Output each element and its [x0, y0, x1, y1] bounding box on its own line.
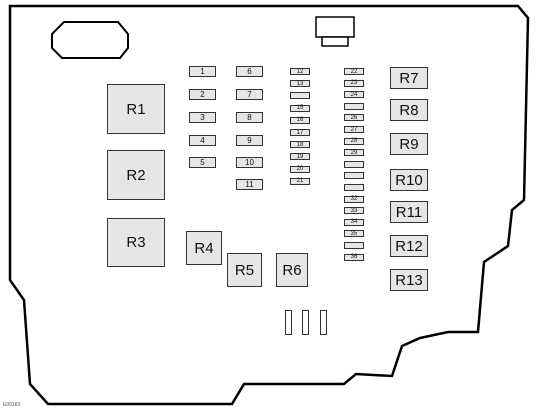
mini-fuse-15: 15	[290, 104, 310, 112]
relay-r5: R5	[227, 253, 262, 287]
fuse-9: 9	[236, 135, 263, 146]
relay-r13: R13	[390, 269, 428, 291]
relay-r3: R3	[107, 218, 165, 267]
mini-fuse-12: 12	[290, 68, 310, 75]
mini-fuse-21: 21	[290, 177, 310, 185]
mini-fuse-19: 19	[290, 153, 310, 161]
relay-r2: R2	[107, 150, 165, 200]
relay-r4: R4	[186, 231, 222, 265]
connector-clip-icon	[315, 16, 355, 38]
relay-r6: R6	[276, 253, 308, 287]
connector-clip-base	[321, 36, 349, 47]
fuse-1: 1	[189, 66, 216, 77]
mini-fuse-32: 32	[344, 195, 364, 203]
fuse-10: 10	[236, 157, 263, 168]
fuse-8: 8	[236, 112, 263, 123]
mini-fuse-36: 36	[344, 253, 364, 261]
housing-outline	[8, 4, 530, 406]
mini-fuse-24: 24	[344, 91, 364, 99]
fuse-7: 7	[236, 89, 263, 100]
fuse-terminal-2	[302, 310, 309, 335]
mini-fuse-33: 33	[344, 207, 364, 215]
relay-r7: R7	[390, 67, 428, 89]
mini-fuse-unlabeled	[344, 172, 364, 180]
fuse-terminal-1	[285, 310, 292, 335]
mini-fuse-unlabeled	[290, 92, 310, 100]
mini-fuse-18: 18	[290, 141, 310, 149]
mini-fuse-17: 17	[290, 129, 310, 136]
relay-r9: R9	[390, 133, 428, 155]
relay-r12: R12	[390, 235, 428, 257]
fuse-6: 6	[236, 66, 263, 77]
mini-fuse-27: 27	[344, 126, 364, 133]
fuse-3: 3	[189, 112, 216, 123]
relay-r11: R11	[390, 201, 428, 223]
relay-r1: R1	[107, 84, 165, 134]
mini-fuse-26: 26	[344, 114, 364, 122]
relay-r8: R8	[390, 99, 428, 121]
mini-fuse-unlabeled	[344, 160, 364, 168]
mounting-tab-icon	[51, 21, 129, 59]
mini-fuse-22: 22	[344, 68, 364, 75]
diagram-code: E00183	[3, 402, 21, 408]
mini-fuse-28: 28	[344, 137, 364, 145]
mini-fuse-13: 13	[290, 80, 310, 88]
mini-fuse-34: 34	[344, 218, 364, 226]
mini-fuse-unlabeled	[344, 242, 364, 249]
mini-fuse-16: 16	[290, 116, 310, 124]
fuse-2: 2	[189, 89, 216, 100]
relay-r10: R10	[390, 169, 428, 191]
mini-fuse-unlabeled	[344, 102, 364, 110]
fuse-11: 11	[236, 179, 263, 190]
fuse-terminal-3	[320, 310, 327, 335]
mini-fuse-23: 23	[344, 79, 364, 87]
mini-fuse-35: 35	[344, 230, 364, 238]
mini-fuse-20: 20	[290, 165, 310, 173]
fuse-5: 5	[189, 157, 216, 168]
mini-fuse-29: 29	[344, 149, 364, 157]
mini-fuse-unlabeled	[344, 184, 364, 191]
fuse-4: 4	[189, 135, 216, 146]
